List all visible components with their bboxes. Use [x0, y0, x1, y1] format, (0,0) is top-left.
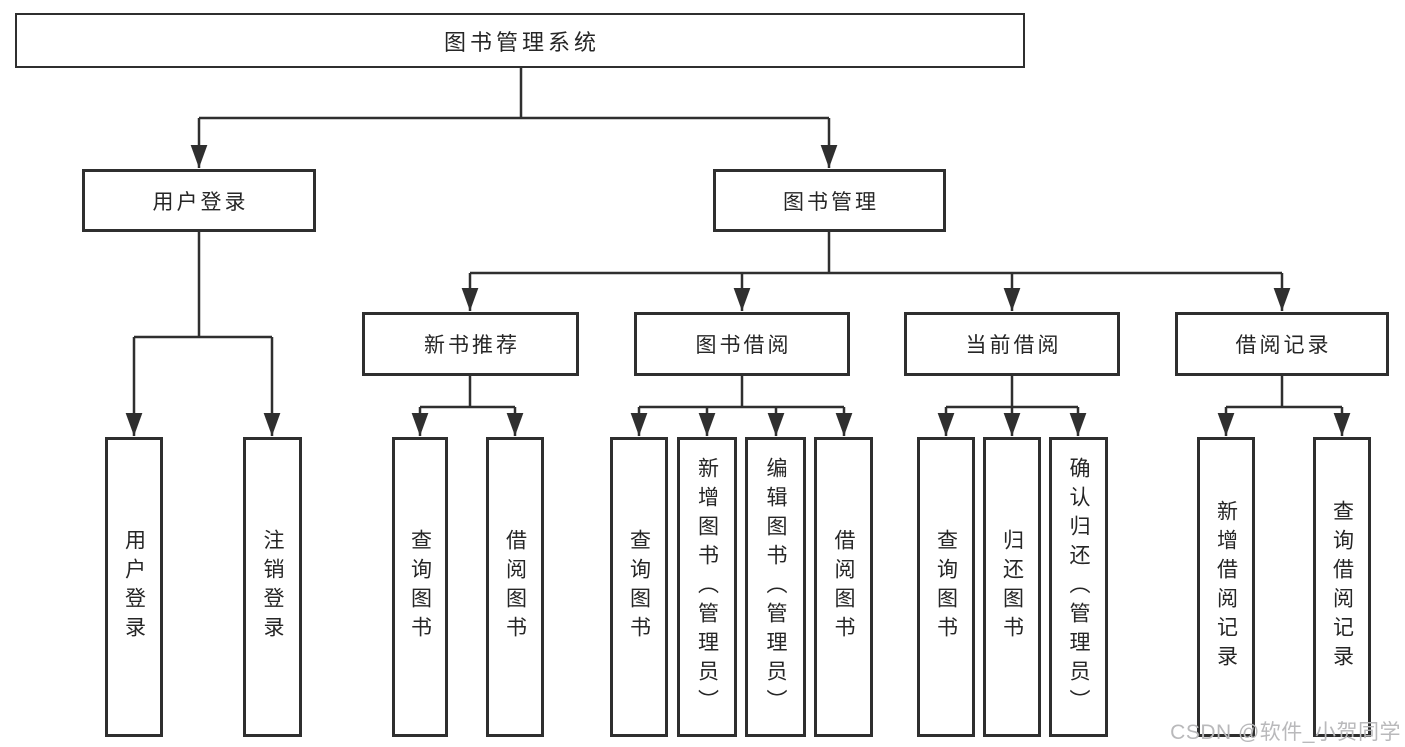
node-borrow-records: 借阅记录 — [1175, 312, 1389, 376]
node-book-management: 图书管理 — [713, 169, 946, 232]
connector-book-borrow-trunk — [639, 376, 844, 409]
connector-new-book-trunk — [420, 376, 515, 409]
node-confirm-return-admin: 确认归还（管理员） — [1049, 437, 1108, 737]
node-current-borrow: 当前借阅 — [904, 312, 1120, 376]
node-book-borrow: 图书借阅 — [634, 312, 850, 376]
node-query-books: 查询图书 — [392, 437, 448, 737]
node-return-books: 归还图书 — [983, 437, 1041, 737]
connector-borrow-records-trunk — [1226, 376, 1342, 409]
node-user-login: 用户登录 — [82, 169, 316, 232]
node-edit-books-admin: 编辑图书（管理员） — [745, 437, 806, 737]
csdn-watermark: CSDN @软件_小贺同学 — [1170, 721, 1401, 744]
connector-root-trunk — [199, 68, 829, 120]
node-add-borrow-record: 新增借阅记录 — [1197, 437, 1255, 737]
node-logout-action: 注销登录 — [243, 437, 302, 737]
connector-book-management-trunk — [470, 232, 1282, 275]
node-borrow-books: 借阅图书 — [814, 437, 873, 737]
node-query-books: 查询图书 — [917, 437, 975, 737]
connector-current-borrow-trunk — [946, 376, 1078, 409]
node-user-login-action: 用户登录 — [105, 437, 163, 737]
node-borrow-books: 借阅图书 — [486, 437, 544, 737]
node-query-borrow-record: 查询借阅记录 — [1313, 437, 1371, 737]
connector-user-login-trunk — [134, 232, 272, 339]
node-new-book-recommend: 新书推荐 — [362, 312, 579, 376]
node-add-books-admin: 新增图书（管理员） — [677, 437, 737, 737]
node-library-management-system: 图书管理系统 — [15, 13, 1025, 68]
node-query-books: 查询图书 — [610, 437, 668, 737]
